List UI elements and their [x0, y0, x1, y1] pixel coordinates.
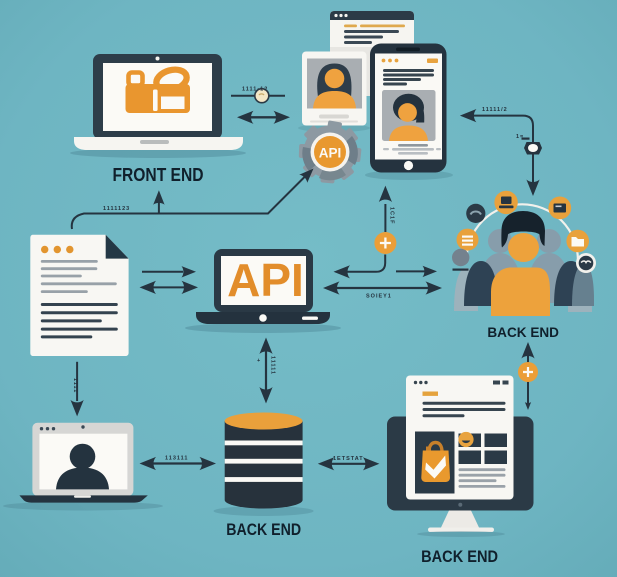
svg-text:1111123: 1111123 [103, 206, 130, 212]
svg-text:11111: 11111 [270, 356, 276, 375]
svg-text:1ETSTAT: 1ETSTAT [333, 456, 364, 462]
svg-text:BACK END: BACK END [421, 547, 498, 566]
svg-text:BACK END: BACK END [226, 521, 301, 539]
svg-text:11111/2: 11111/2 [482, 107, 508, 113]
svg-text:FRONT END: FRONT END [113, 165, 204, 185]
svg-text:1=: 1= [516, 134, 524, 140]
svg-text:113111: 113111 [165, 456, 188, 462]
svg-text:1111: 1111 [72, 378, 78, 393]
svg-text:BACK END: BACK END [487, 325, 559, 340]
svg-text:+: + [257, 358, 261, 364]
svg-text:API: API [227, 254, 304, 306]
svg-text:1111·12: 1111·12 [242, 87, 268, 93]
svg-text:API: API [319, 146, 342, 161]
svg-text:SOIEY1: SOIEY1 [366, 294, 392, 300]
svg-text:1C1F: 1C1F [389, 207, 395, 224]
